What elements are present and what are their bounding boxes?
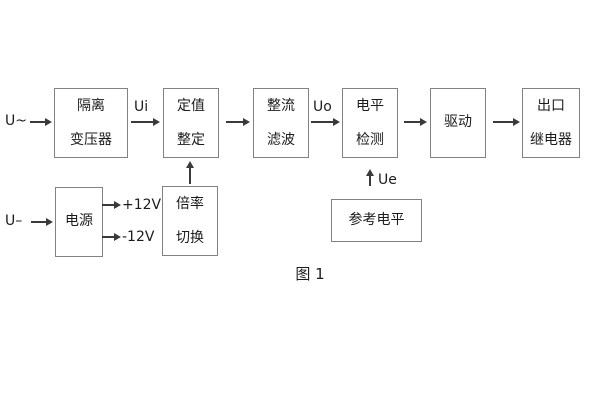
arrow-multiplier-to-setting: [189, 168, 191, 184]
label-plus-12v: +12V: [122, 197, 162, 213]
arrow-setting-to-rectifier: [226, 121, 243, 123]
label-ui: Ui: [134, 99, 149, 115]
block-multiplier-switch: 倍率 切换: [162, 186, 218, 256]
block-output-relay: 出口 继电器: [522, 88, 580, 158]
label-uo: Uo: [313, 99, 332, 115]
label-input-ac: U~: [5, 113, 27, 129]
block-rectifier-filter: 整流 滤波: [253, 88, 309, 158]
arrow-ui: [131, 121, 153, 123]
label-input-dc: U–: [5, 213, 23, 229]
arrow-level-to-drive: [404, 121, 420, 123]
block-reference-level: 参考电平: [331, 199, 422, 242]
block-drive: 驱动: [430, 88, 486, 158]
label-minus-12v: -12V: [122, 229, 155, 245]
arrow-input-ac: [30, 121, 45, 123]
arrow-reference-to-level: [369, 176, 371, 186]
figure-caption: 图 1: [295, 265, 325, 283]
block-power-supply: 电源: [55, 187, 103, 257]
arrow-uo: [311, 121, 333, 123]
label-ue: Ue: [378, 172, 397, 188]
block-setting-adjust: 定值 整定: [163, 88, 219, 158]
arrow-input-dc: [31, 221, 46, 223]
arrow-plus-12v: [102, 204, 114, 206]
arrow-minus-12v: [102, 236, 114, 238]
block-isolation-transformer: 隔离 变压器: [54, 88, 128, 158]
arrow-drive-to-output: [493, 121, 513, 123]
block-level-detect: 电平 检测: [342, 88, 398, 158]
